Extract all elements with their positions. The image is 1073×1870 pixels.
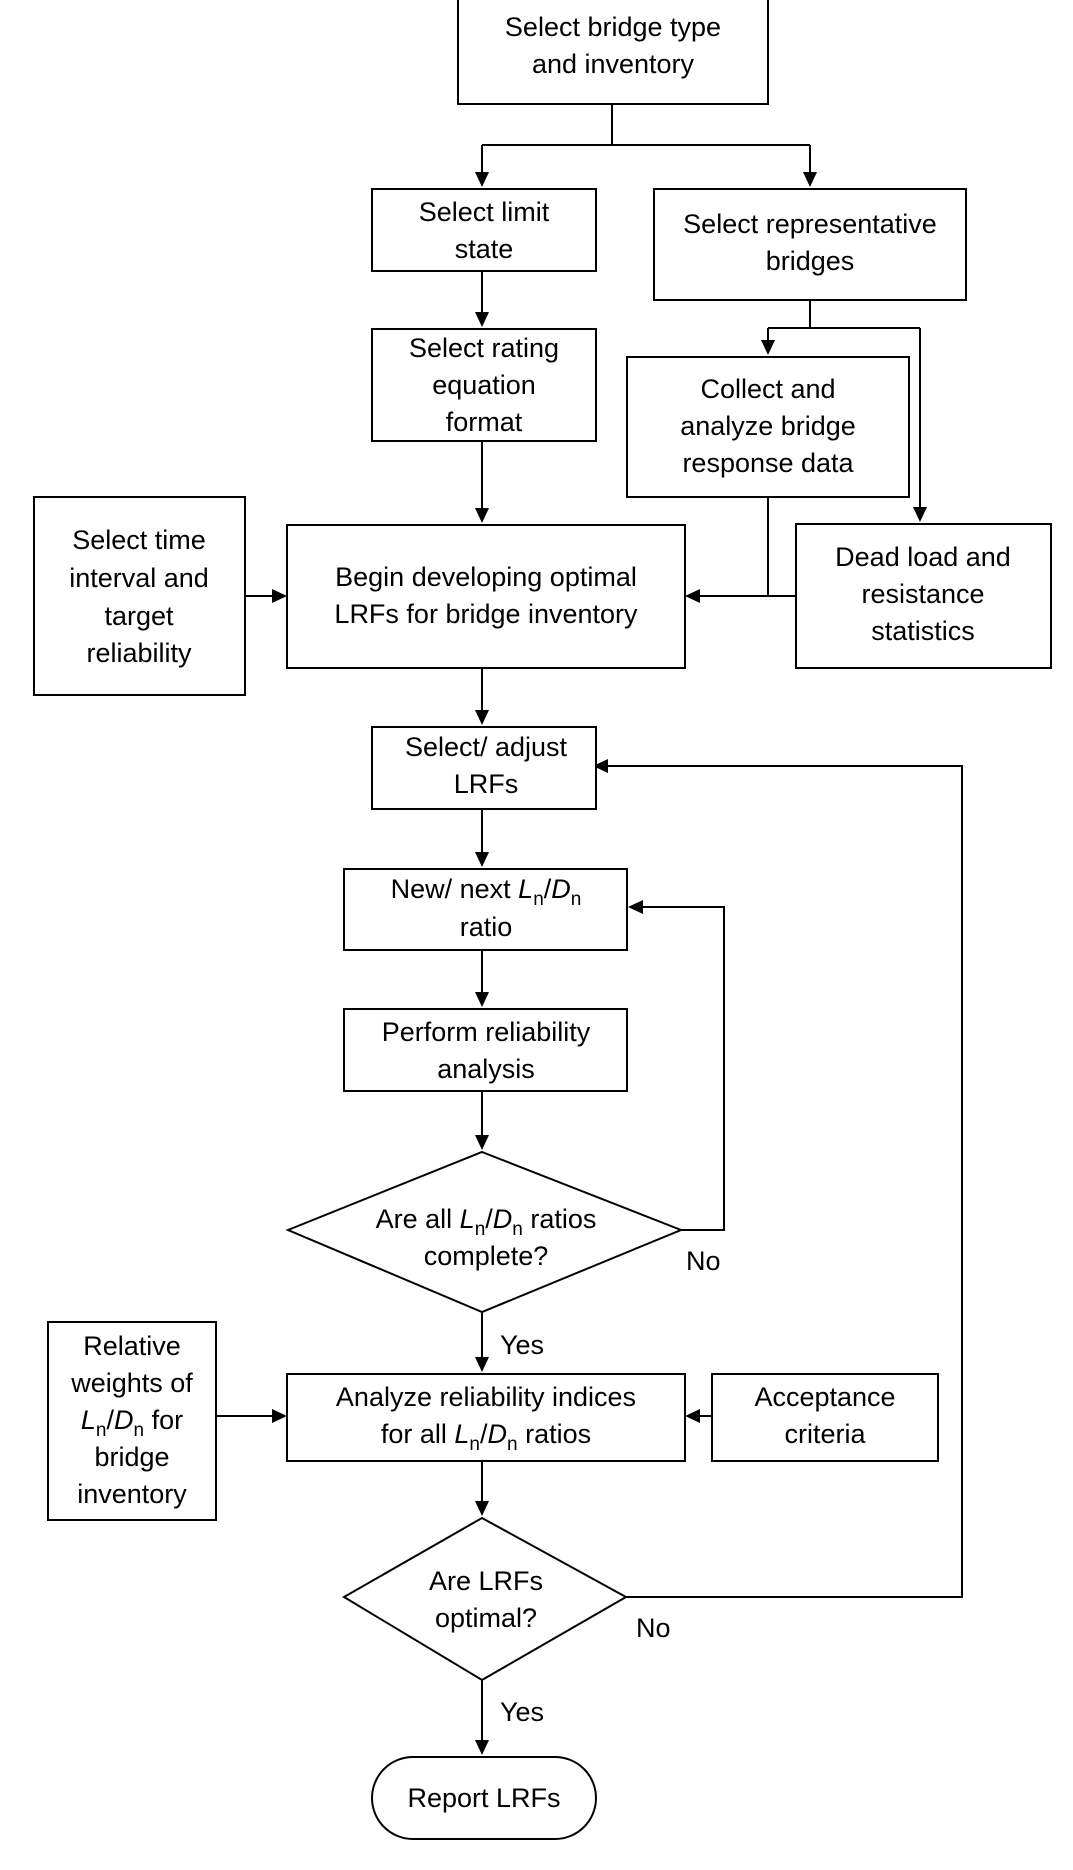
node-label: Select rating xyxy=(409,333,559,363)
node-acceptance-criteria: Acceptance criteria xyxy=(711,1373,939,1462)
node-label: statistics xyxy=(871,616,975,646)
node-collect-response-data: Collect and analyze bridge response data xyxy=(626,356,910,498)
decision-all-ratios-complete: Are all Ln/Dn ratios complete? xyxy=(285,1150,684,1314)
connector-ratios-no-loop xyxy=(643,906,725,1231)
arrowhead xyxy=(628,900,643,914)
node-new-next-ratio: New/ next Ln/Dn ratio xyxy=(343,868,628,951)
node-label: format xyxy=(446,407,523,437)
connector-representative-split xyxy=(767,300,921,507)
edge-label-yes: Yes xyxy=(500,1330,544,1360)
node-label: weights of xyxy=(70,1368,193,1398)
node-begin-developing: Begin developing optimal LRFs for bridge… xyxy=(286,524,686,669)
node-label: Select bridge type xyxy=(505,12,721,42)
arrowhead xyxy=(475,172,489,187)
node-label: analyze bridge xyxy=(680,411,856,441)
node-label: interval and xyxy=(69,563,209,593)
node-dead-load-statistics: Dead load and resistance statistics xyxy=(795,523,1052,669)
node-label: Select/ adjust xyxy=(405,732,568,762)
node-label: bridges xyxy=(766,246,855,276)
arrowhead xyxy=(761,340,775,355)
arrowhead xyxy=(685,1409,700,1423)
node-select-time-interval: Select time interval and target reliabil… xyxy=(33,496,246,696)
node-label: response data xyxy=(682,448,854,478)
arrowhead xyxy=(913,507,927,522)
node-label: ratio xyxy=(460,912,513,942)
arrowhead xyxy=(475,1501,489,1516)
edge-label-yes: Yes xyxy=(500,1697,544,1727)
arrowhead xyxy=(803,172,817,187)
node-label: Acceptance xyxy=(754,1382,895,1412)
node-select-limit-state: Select limit state xyxy=(371,188,597,272)
arrowhead xyxy=(475,1740,489,1755)
node-label: complete? xyxy=(424,1241,549,1271)
node-label: for all Ln/Dn ratios xyxy=(381,1419,591,1455)
node-label: New/ next Ln/Dn xyxy=(391,874,582,910)
arrowhead xyxy=(272,589,287,603)
node-perform-reliability: Perform reliability analysis xyxy=(343,1008,628,1092)
node-label: Select time xyxy=(72,525,206,555)
arrowhead xyxy=(593,759,608,773)
terminal-report-lrfs: Report LRFs xyxy=(371,1756,597,1840)
connector-optimal-no-loop xyxy=(608,765,963,1598)
node-label: Are LRFs xyxy=(429,1566,543,1596)
arrowhead xyxy=(475,1357,489,1372)
node-label: and inventory xyxy=(532,49,695,79)
node-label: Select limit xyxy=(419,197,550,227)
node-select-bridge-type: Select bridge type and inventory xyxy=(457,0,769,105)
node-label: Begin developing optimal xyxy=(335,562,637,592)
connector-top-split xyxy=(481,104,811,172)
node-label: target xyxy=(104,601,174,631)
node-label: Ln/Dn for xyxy=(81,1405,183,1441)
node-select-adjust-lrfs: Select/ adjust LRFs xyxy=(371,726,597,810)
arrowhead xyxy=(475,710,489,725)
arrowhead xyxy=(272,1409,287,1423)
arrowhead xyxy=(475,508,489,523)
node-select-representative-bridges: Select representative bridges xyxy=(653,188,967,301)
node-label: Dead load and xyxy=(835,542,1011,572)
node-label: LRFs for bridge inventory xyxy=(334,599,638,629)
node-label: equation xyxy=(432,370,536,400)
node-label: bridge xyxy=(94,1442,169,1472)
node-label: analysis xyxy=(437,1054,535,1084)
node-label: Analyze reliability indices xyxy=(336,1382,636,1412)
node-label: criteria xyxy=(784,1419,866,1449)
node-select-rating-equation: Select rating equation format xyxy=(371,328,597,442)
node-label: Perform reliability xyxy=(382,1017,591,1047)
node-label: Collect and xyxy=(700,374,835,404)
arrowhead xyxy=(685,589,700,603)
edge-label-no: No xyxy=(636,1613,671,1643)
connector-data-to-begin xyxy=(700,497,796,597)
arrowhead xyxy=(475,992,489,1007)
node-label: Report LRFs xyxy=(407,1783,560,1813)
node-label: inventory xyxy=(77,1479,187,1509)
arrowhead xyxy=(475,852,489,867)
arrowhead xyxy=(475,312,489,327)
node-label: Relative xyxy=(83,1331,181,1361)
node-label: Select representative xyxy=(683,209,937,239)
node-label: LRFs xyxy=(454,769,519,799)
arrowhead xyxy=(475,1135,489,1150)
decision-lrfs-optimal: Are LRFs optimal? xyxy=(342,1516,629,1682)
node-label: optimal? xyxy=(435,1603,537,1633)
node-label: Are all Ln/Dn ratios xyxy=(376,1204,597,1240)
node-relative-weights: Relative weights of Ln/Dn for bridge inv… xyxy=(47,1321,217,1521)
node-label: state xyxy=(455,234,514,264)
node-label: reliability xyxy=(86,638,192,668)
node-analyze-reliability: Analyze reliability indices for all Ln/D… xyxy=(286,1373,686,1462)
edge-label-no: No xyxy=(686,1246,721,1276)
node-label: resistance xyxy=(861,579,984,609)
connectors xyxy=(216,104,963,1755)
